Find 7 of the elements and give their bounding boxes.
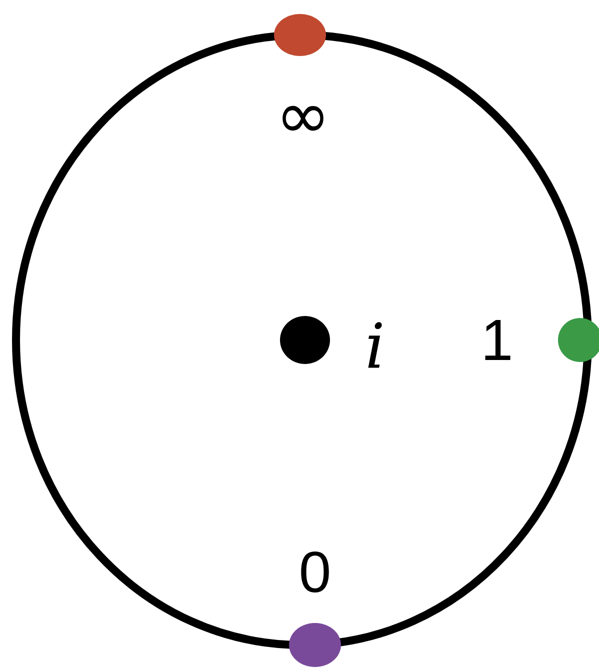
point-label: i (368, 322, 382, 368)
dot (289, 623, 341, 667)
point-label: 1 (485, 320, 510, 360)
dot (280, 316, 330, 364)
point-label: ∞ (282, 106, 324, 131)
point-label: 0 (301, 551, 329, 593)
dot (274, 14, 326, 56)
